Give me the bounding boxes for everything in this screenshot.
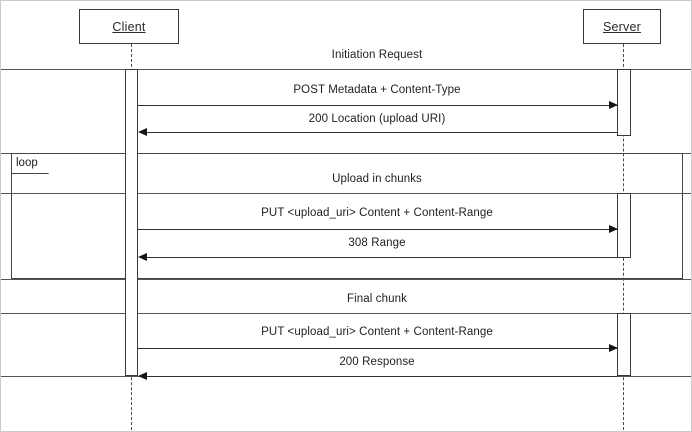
message-line-put-chunk[interactable] (138, 229, 618, 230)
message-label-post-metadata: POST Metadata + Content-Type (293, 84, 461, 96)
section-caption-upload-chunks: Upload in chunks (332, 173, 422, 185)
message-line-200-response[interactable] (143, 376, 617, 377)
activation-server-final (617, 313, 631, 376)
message-line-post-metadata[interactable] (138, 105, 618, 106)
loop-fragment (11, 153, 683, 279)
participant-client[interactable]: Client (79, 9, 179, 44)
message-arrow-post-metadata (609, 101, 618, 109)
message-label-put-final: PUT <upload_uri> Content + Content-Range (261, 326, 493, 338)
message-label-308-range: 308 Range (348, 237, 406, 249)
message-arrow-put-final (609, 344, 618, 352)
separator-upload-chunks (1, 193, 691, 194)
message-arrow-put-chunk (609, 225, 618, 233)
message-line-200-location[interactable] (143, 132, 617, 133)
section-caption-initiation: Initiation Request (331, 49, 423, 61)
participant-client-label: Client (112, 19, 146, 34)
activation-server-chunk (617, 193, 631, 258)
message-label-200-location: 200 Location (upload URI) (308, 113, 446, 125)
separator-final-chunk (1, 313, 691, 314)
message-line-308-range[interactable] (143, 257, 617, 258)
message-arrow-200-response (138, 372, 147, 380)
message-arrow-308-range (138, 253, 147, 261)
section-caption-final-chunk: Final chunk (347, 293, 407, 305)
loop-fragment-tab: loop (11, 153, 61, 174)
message-line-put-final[interactable] (138, 348, 618, 349)
participant-server-label: Server (602, 19, 642, 34)
separator-initiation (1, 69, 691, 70)
activation-client (125, 69, 138, 376)
message-label-put-chunk: PUT <upload_uri> Content + Content-Range (261, 207, 493, 219)
message-label-200-response: 200 Response (339, 356, 415, 368)
activation-server-initiation (617, 69, 631, 136)
loop-fragment-label: loop (16, 156, 38, 169)
separator-loop-bottom (1, 279, 691, 280)
participant-server[interactable]: Server (583, 9, 661, 44)
message-arrow-200-location (138, 128, 147, 136)
